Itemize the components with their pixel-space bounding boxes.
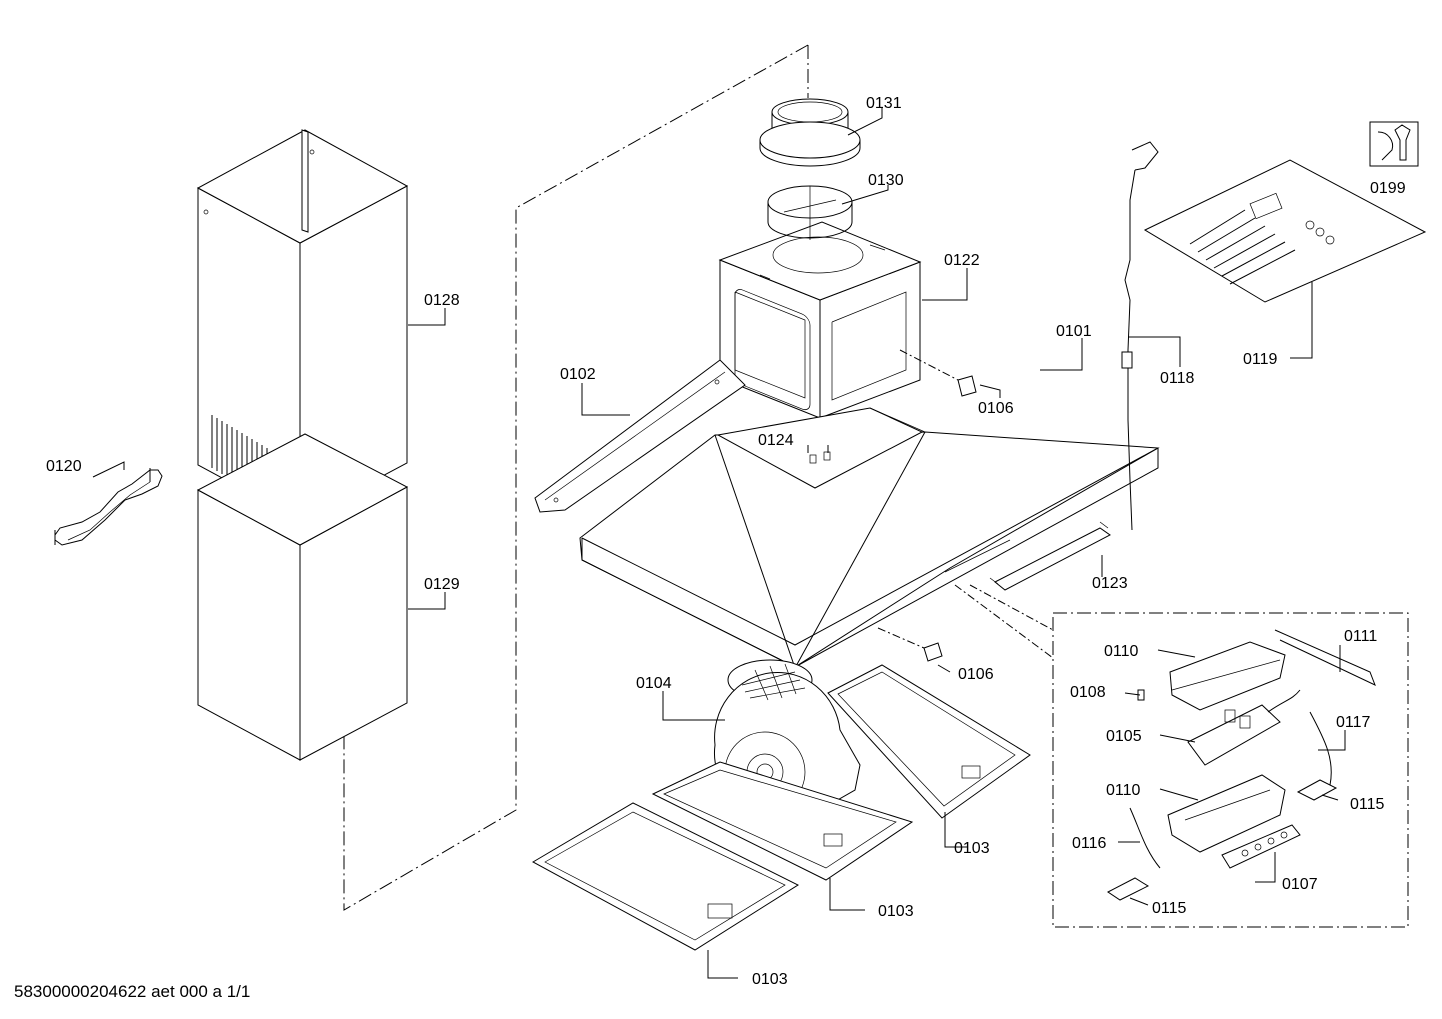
label-0110-lower: 0110 (1106, 782, 1141, 799)
label-0123: 0123 (1092, 575, 1128, 592)
grease-filter-right (827, 664, 1031, 819)
label-0199: 0199 (1370, 180, 1406, 197)
grease-filter-center (651, 761, 914, 881)
label-0115-left: 0115 (1152, 900, 1187, 917)
label-0122: 0122 (944, 252, 980, 269)
label-0115-right: 0115 (1350, 796, 1385, 813)
label-0106-lower: 0106 (958, 666, 994, 683)
label-0103-right: 0103 (954, 840, 990, 857)
service-wrench-icon (1369, 121, 1419, 167)
label-0110-upper: 0110 (1104, 643, 1139, 660)
label-0119: 0119 (1243, 351, 1278, 368)
label-0131: 0131 (866, 95, 902, 112)
part-labels: 0131 0130 0122 0101 0102 0106 0124 0123 … (46, 95, 1406, 988)
exhaust-ring-0131 (759, 98, 861, 167)
fan-grille (741, 663, 806, 701)
leader-lines (92, 108, 1346, 979)
label-0117: 0117 (1336, 714, 1371, 731)
chimney-lower-part (196, 433, 409, 761)
electronics-detail-box (954, 584, 1409, 928)
label-0104: 0104 (636, 675, 672, 692)
label-0118: 0118 (1160, 370, 1195, 387)
power-cable (1121, 141, 1159, 531)
label-0103-center: 0103 (878, 903, 914, 920)
hood-canopy (579, 407, 1160, 669)
drawing-reference-number: 58300000204622 aet 000 a 1/1 (14, 982, 251, 1001)
assembly-guide-lines (343, 44, 809, 911)
label-0105: 0105 (1106, 728, 1142, 745)
label-0130: 0130 (868, 172, 904, 189)
wall-bracket (54, 468, 163, 546)
label-0129: 0129 (424, 576, 460, 593)
accessory-bag (1143, 159, 1427, 303)
label-0103-left: 0103 (752, 971, 788, 988)
flange-ring-0130 (767, 185, 853, 240)
label-0128: 0128 (424, 292, 460, 309)
motor-housing-box (718, 221, 922, 419)
label-0108: 0108 (1070, 684, 1106, 701)
grease-filter-left (531, 802, 800, 951)
label-0102: 0102 (560, 366, 596, 383)
clip-0106-upper (899, 349, 977, 397)
side-trim-panel (534, 359, 746, 513)
support-rail (989, 521, 1111, 591)
label-0107: 0107 (1282, 876, 1318, 893)
label-0111: 0111 (1344, 628, 1377, 645)
label-0124: 0124 (758, 432, 794, 449)
clip-0106-lower (877, 627, 943, 662)
label-0101: 0101 (1056, 323, 1092, 340)
label-0116: 0116 (1072, 835, 1107, 852)
label-0106-upper: 0106 (978, 400, 1014, 417)
label-0120: 0120 (46, 458, 82, 475)
